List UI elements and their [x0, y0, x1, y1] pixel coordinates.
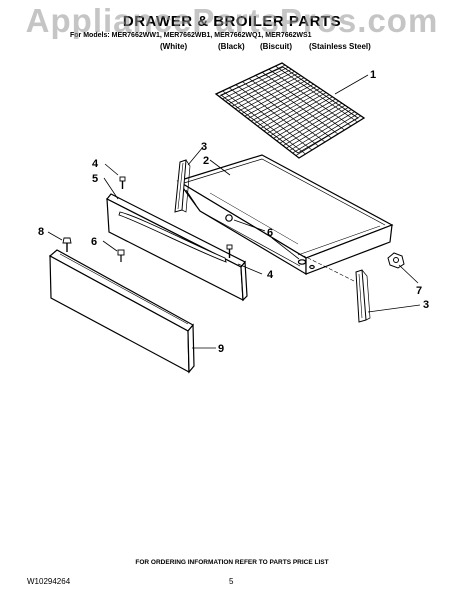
- callout-4b: 4: [267, 269, 274, 281]
- callout-6b: 6: [267, 227, 273, 239]
- rack-wire: [261, 72, 345, 131]
- rack-wire: [235, 84, 319, 147]
- ordering-note: FOR ORDERING INFORMATION REFER TO PARTS …: [135, 559, 329, 566]
- rack-wire: [222, 90, 306, 155]
- callout-4a: 4: [92, 158, 99, 170]
- color-label-biscuit: (Biscuit): [260, 42, 292, 51]
- callout-7: 7: [416, 285, 422, 297]
- part-screw-upper: [119, 176, 126, 189]
- leader-1: [334, 74, 369, 95]
- part-clip-side: [387, 252, 405, 269]
- color-label-white: (White): [160, 42, 188, 51]
- part-screw-lower: [226, 244, 233, 258]
- leader-6b-bottom: [271, 237, 300, 260]
- model-line: For Models: MER7662WW1, MER7662WB1, MER7…: [70, 32, 312, 39]
- leader-6b-top: [233, 219, 266, 232]
- part-slide-right: [355, 269, 371, 323]
- part-front-trim: [48, 249, 195, 374]
- callout-5: 5: [92, 173, 98, 185]
- leader-4a: [104, 163, 119, 176]
- part-broiler-rack: [214, 62, 366, 159]
- color-label-black: (Black): [218, 42, 245, 51]
- color-label-stainless: (Stainless Steel): [309, 42, 371, 51]
- part-screw-8: [62, 237, 72, 252]
- rack-wire: [242, 81, 326, 143]
- callout-2: 2: [203, 155, 209, 167]
- leader-2: [209, 159, 231, 176]
- callout-3a: 3: [201, 141, 207, 153]
- part-clip-front: [117, 249, 125, 262]
- callout-9: 9: [218, 343, 224, 355]
- leader-7: [398, 264, 419, 284]
- part-slide-left: [174, 159, 191, 213]
- leader-3b: [367, 304, 421, 313]
- rack-wire: [255, 75, 339, 135]
- callout-1: 1: [370, 69, 376, 81]
- watermark: AppliancePartsPros.com: [25, 2, 439, 39]
- callout-8: 8: [38, 226, 44, 238]
- leader-3a: [187, 146, 204, 166]
- rack-wire: [275, 65, 358, 123]
- page-title: DRAWER & BROILER PARTS: [122, 13, 342, 30]
- document-number: W10294264: [27, 577, 71, 586]
- page-number: 5: [229, 577, 234, 586]
- part-drawer: [176, 154, 394, 276]
- leader-5: [103, 177, 119, 200]
- leader-4b: [237, 263, 263, 275]
- rack-wire: [248, 78, 332, 139]
- dash-3b: [303, 255, 355, 282]
- leader-8: [47, 231, 63, 241]
- rack-wire: [228, 87, 313, 151]
- part-drawer-front: [106, 193, 248, 302]
- rack-wire: [268, 68, 352, 127]
- callout-6a: 6: [91, 236, 97, 248]
- leader-6a: [102, 240, 118, 252]
- callout-3b: 3: [423, 299, 429, 311]
